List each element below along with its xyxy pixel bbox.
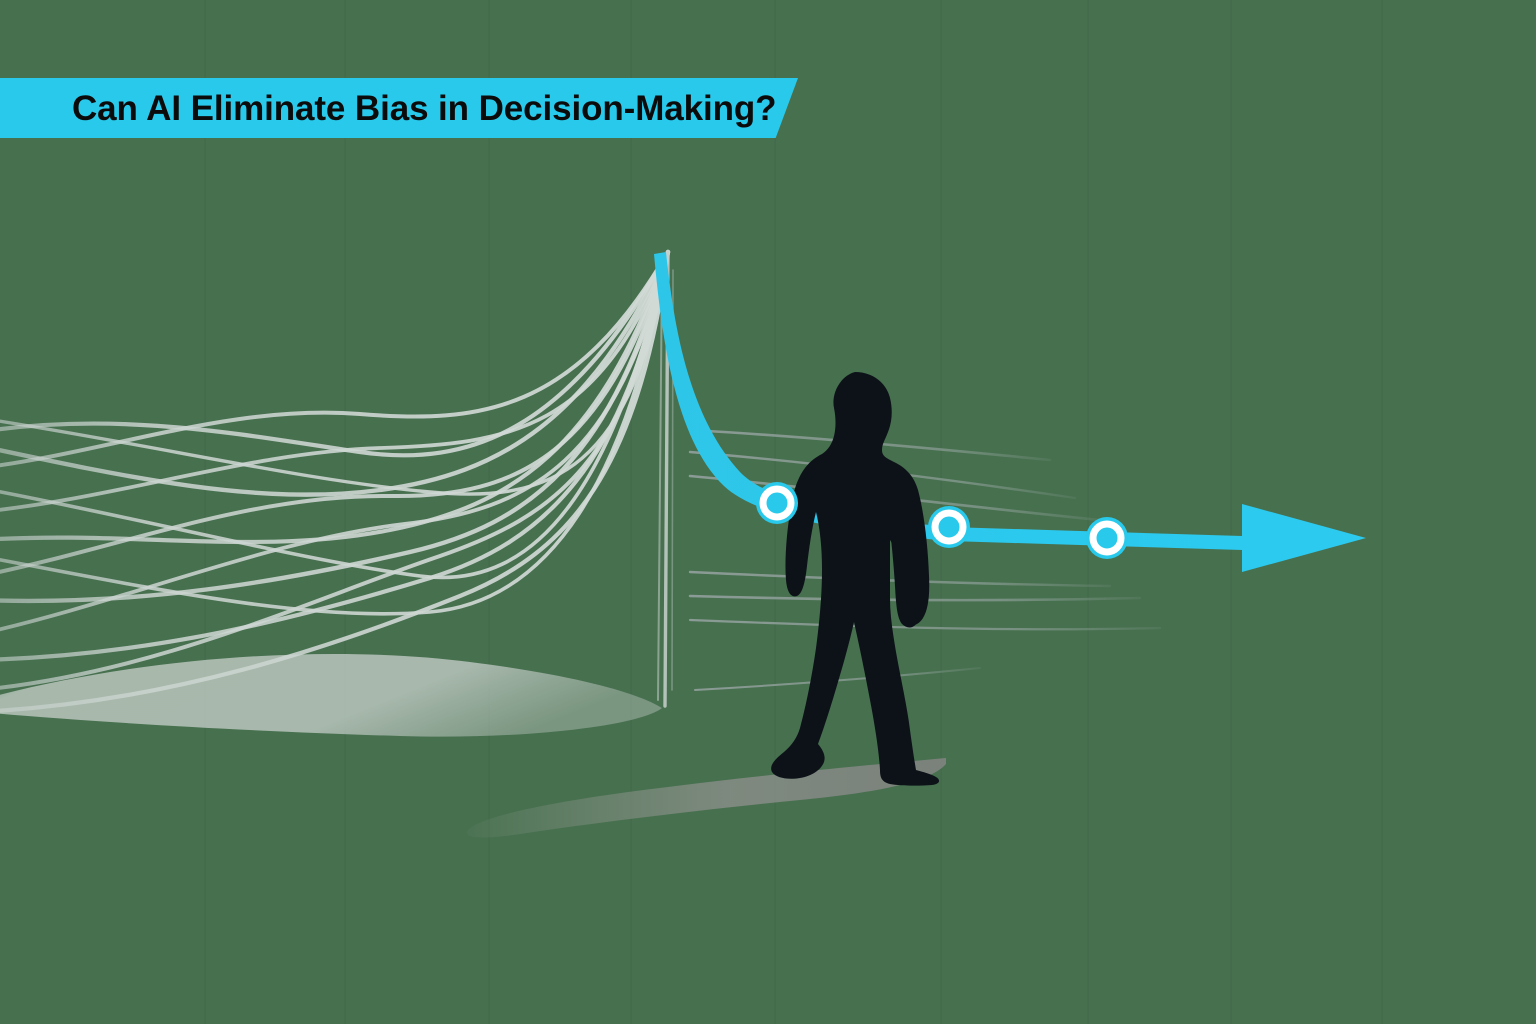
- floor-pool: [0, 653, 662, 737]
- path-node-1: [756, 482, 798, 524]
- path-node-3: [1086, 517, 1128, 559]
- path-node-2: [928, 506, 970, 548]
- walking-man-silhouette: [771, 372, 940, 786]
- silhouette-front-arm: [884, 470, 919, 628]
- cyan-path-nodes: [756, 482, 1128, 559]
- tangled-bias-lines: [0, 249, 671, 713]
- title-banner: Can AI Eliminate Bias in Decision-Making…: [0, 78, 798, 138]
- page-title: Can AI Eliminate Bias in Decision-Making…: [72, 88, 777, 128]
- figure-ground-shadow: [466, 758, 946, 838]
- cyan-decision-path: [654, 252, 1366, 572]
- cyan-curve-segment: [654, 252, 1366, 572]
